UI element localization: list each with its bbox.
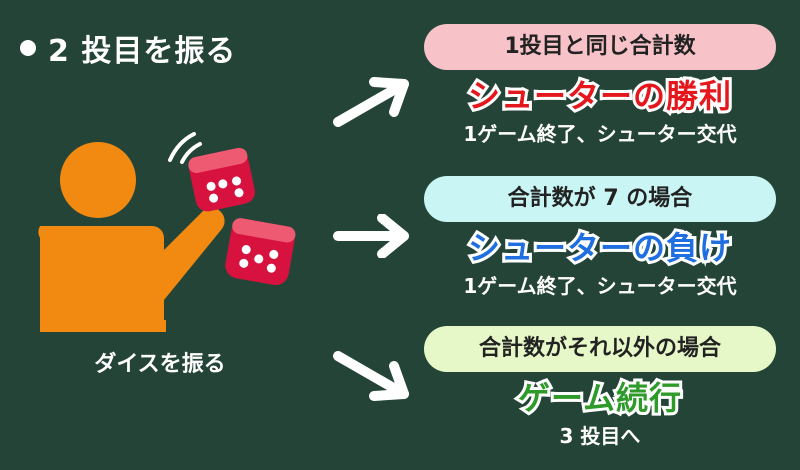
outcome-win: 1投目と同じ合計数 シューターの勝利 1ゲーム終了、シューター交代 [424,24,776,147]
note-label: 3 投目へ [559,424,641,448]
note-label: 1ゲーム終了、シューター交代 [463,122,737,146]
dice-icon [188,147,296,286]
result-label: シューターの勝利 [465,74,734,118]
person-icon [38,142,225,332]
page-title: 2 投目を振る [20,26,236,70]
throw-motion-lines [168,132,202,164]
dice-thrower-illustration [38,132,296,332]
page-title-text: 2 投目を振る [48,34,237,69]
arrow-up-right-icon [333,77,409,127]
result-label: ゲーム続行 [515,376,684,420]
bullet-icon [20,40,36,56]
condition-label: 合計数が 7 の場合 [424,176,776,222]
condition-label: 1投目と同じ合計数 [424,24,776,70]
condition-label: 合計数がそれ以外の場合 [424,326,776,372]
figure-caption: ダイスを振る [94,352,226,377]
arrow-down-right-icon [333,351,409,401]
note-label: 1ゲーム終了、シューター交代 [463,274,737,298]
outcome-continue: 合計数がそれ以外の場合 ゲーム続行 3 投目へ [424,326,776,449]
outcome-lose: 合計数が 7 の場合 シューターの負け 1ゲーム終了、シューター交代 [424,176,776,299]
arrow-right-icon [333,214,409,258]
result-label: シューターの負け [465,226,734,270]
